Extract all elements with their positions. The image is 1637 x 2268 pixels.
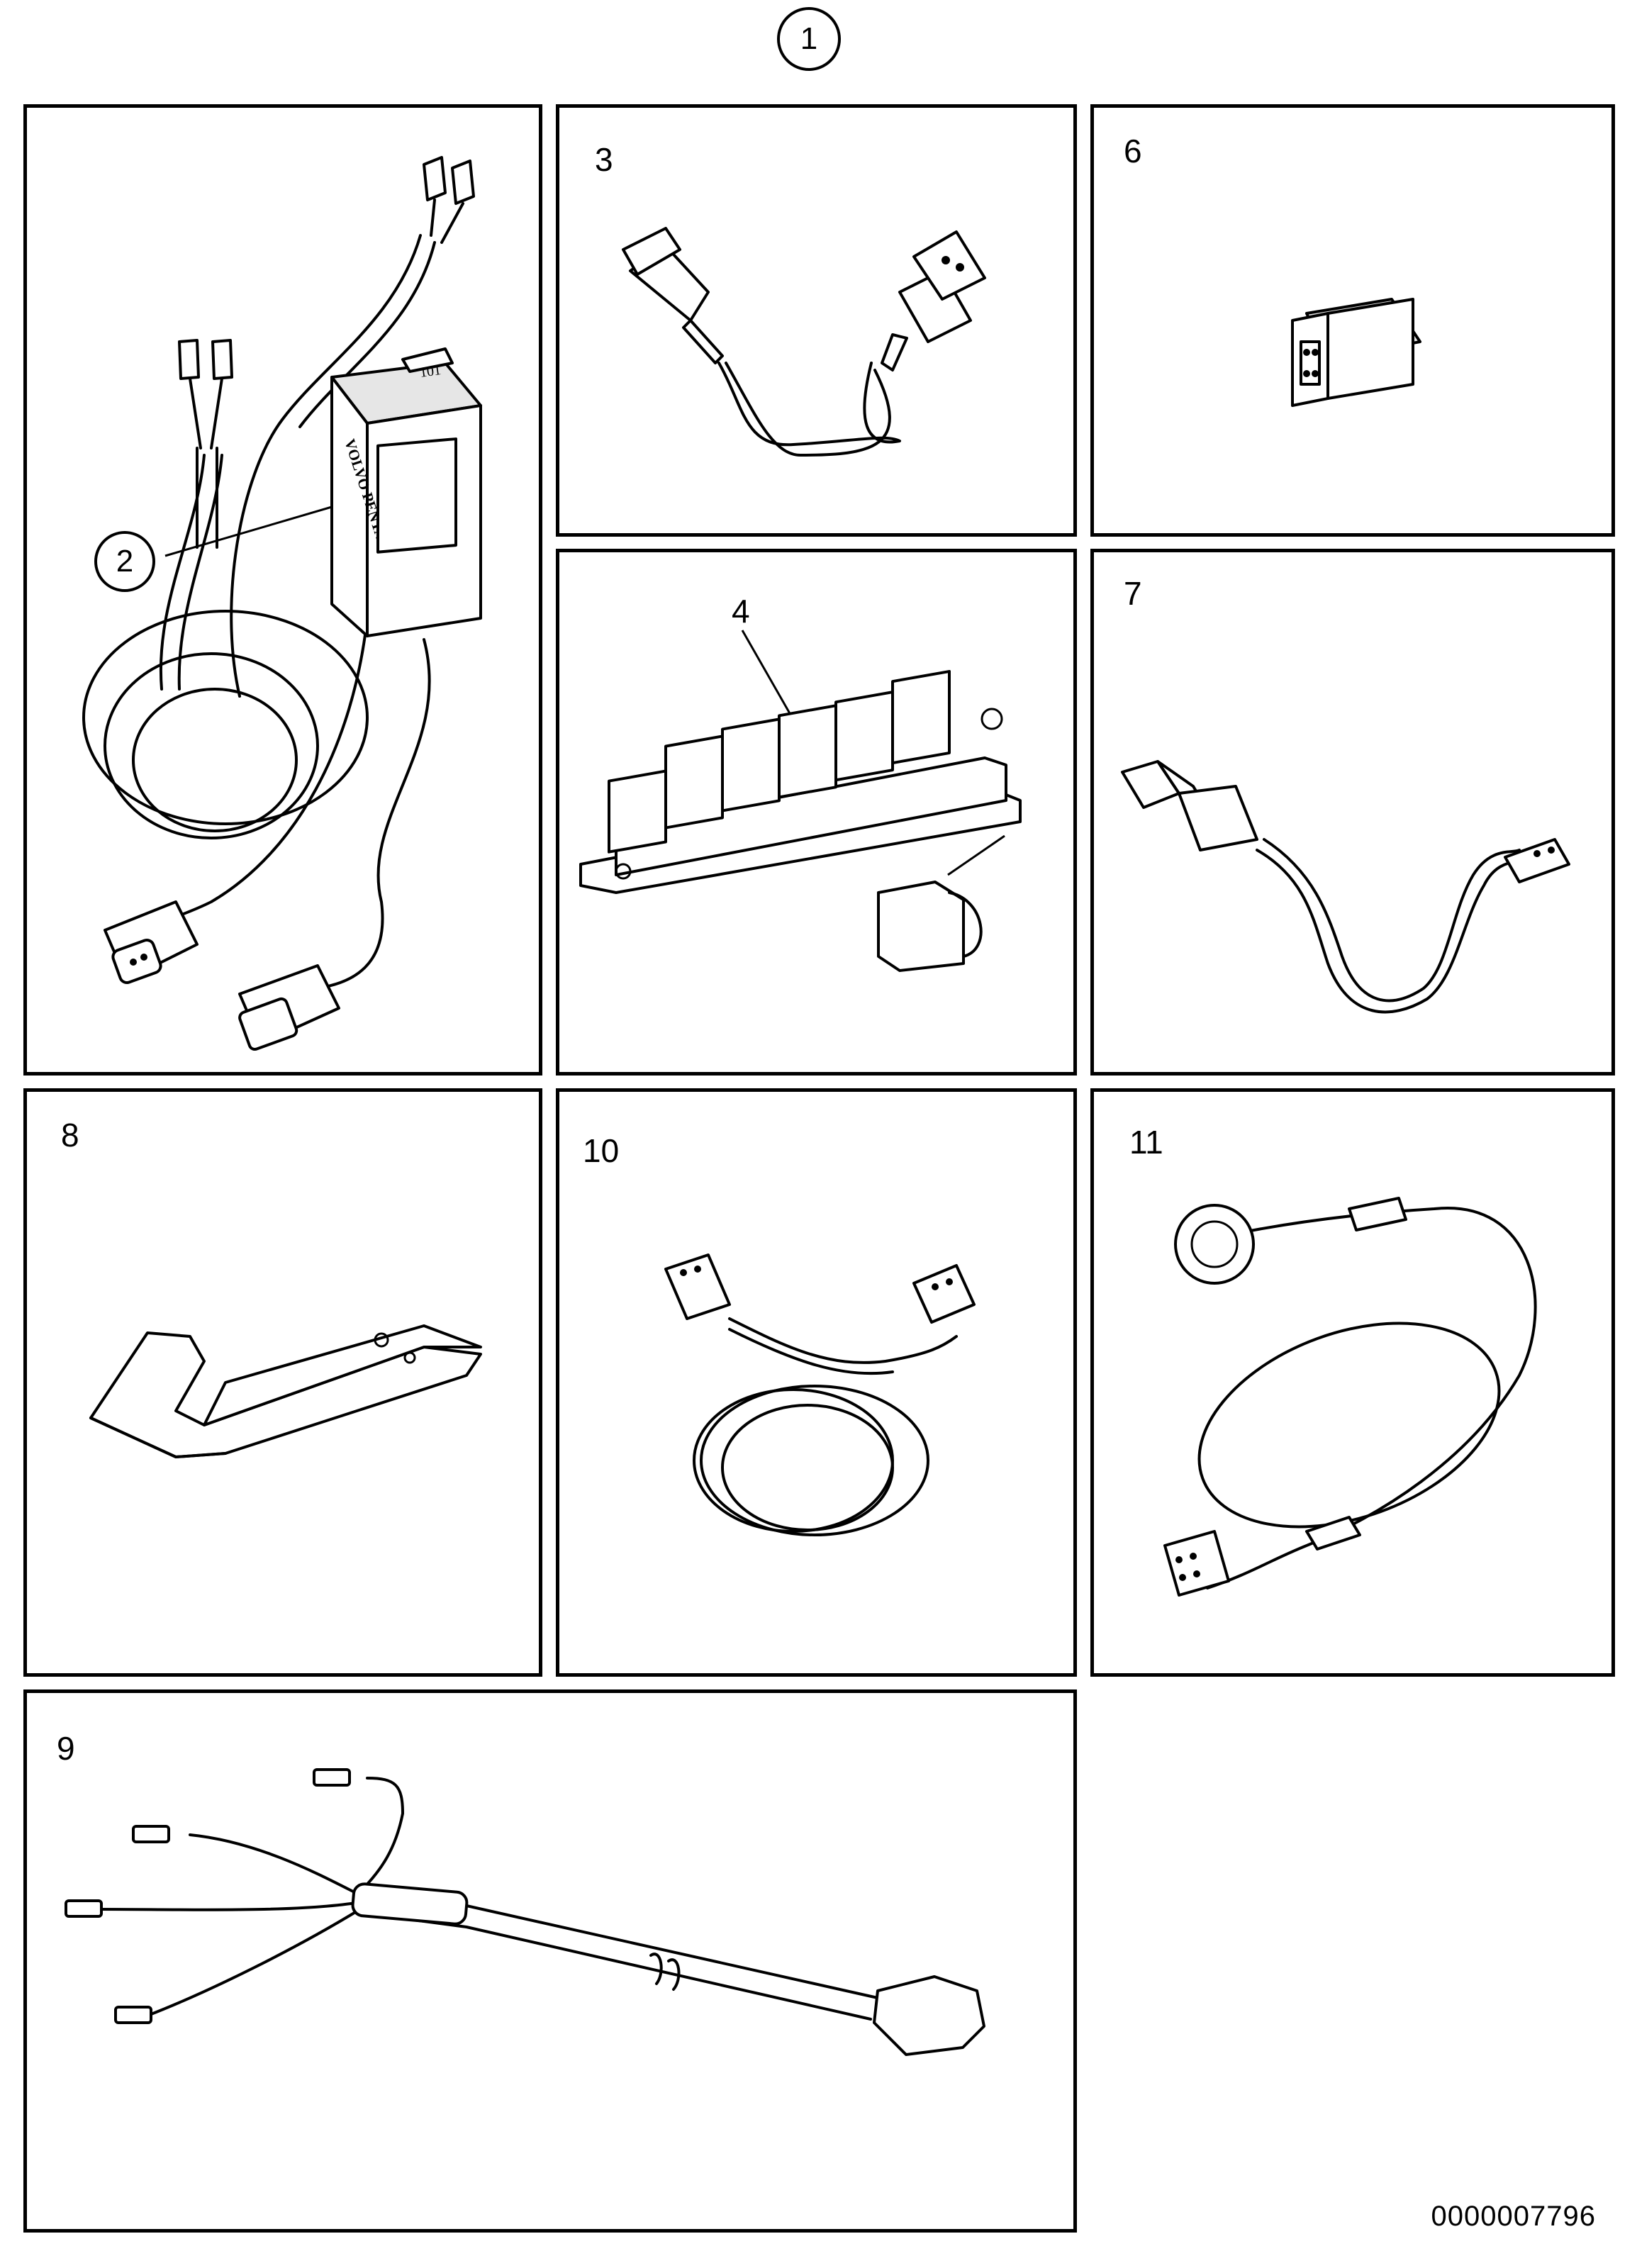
panel-label-4: 4: [732, 593, 750, 630]
panel-11: 11: [1090, 1088, 1615, 1677]
adapter-cable-drawing: [622, 227, 986, 457]
connector-6-drawing: [1291, 298, 1421, 407]
panel-3: 3: [556, 104, 1077, 537]
panel-9: 9: [23, 1689, 1077, 2233]
module-mark: 101: [419, 362, 442, 381]
panel-8: 8: [23, 1088, 542, 1677]
document-id: 0000007796: [1431, 2201, 1596, 2232]
round-connector-cable-drawing: [1163, 1197, 1537, 1597]
panel-label-11: 11: [1129, 1124, 1163, 1161]
connector-block-drawing: [579, 630, 1022, 972]
panel-label-10: 10: [583, 1132, 620, 1169]
panel-label-8: 8: [61, 1117, 79, 1153]
panel-label-3: 3: [595, 141, 613, 178]
branch-harness-drawing: [65, 1768, 985, 2056]
main-callout: 1: [777, 7, 841, 71]
panel-6: 6: [1090, 104, 1615, 537]
bracket-drawing: [89, 1324, 482, 1458]
panel-7: 7: [1090, 549, 1615, 1076]
panel-4-5: 4 5: [556, 549, 1077, 1076]
panel-label-9: 9: [57, 1730, 75, 1767]
panel-10: 10: [556, 1088, 1077, 1677]
callout-2: 2: [94, 531, 155, 592]
panel-label-6: 6: [1124, 133, 1142, 169]
panel-module-harness: 101 VOLVO PENTA 2: [23, 104, 542, 1076]
coiled-cable-drawing: [664, 1253, 976, 1536]
panel-label-7: 7: [1124, 575, 1142, 612]
extension-cable-drawing: [1121, 760, 1570, 1014]
module-harness-drawing: 101 VOLVO PENTA: [82, 156, 482, 1051]
